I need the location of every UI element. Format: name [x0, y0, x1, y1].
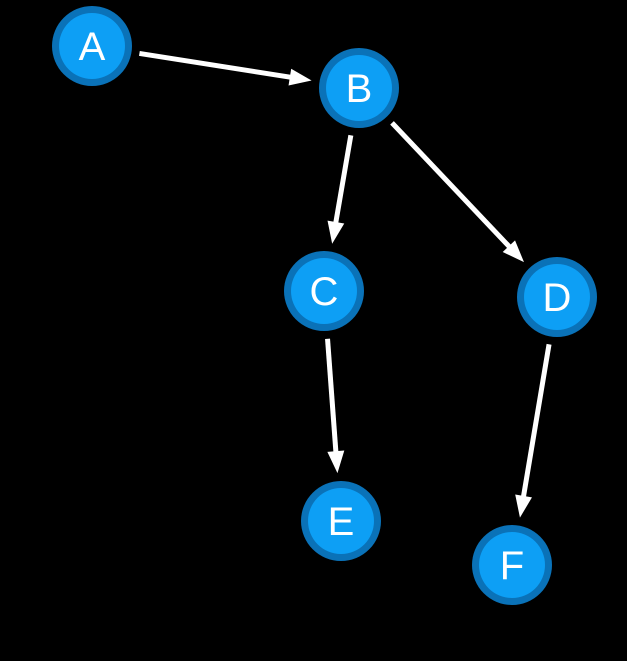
node-fill [479, 532, 545, 598]
edge-line [139, 50, 293, 80]
graph-node-b[interactable]: B [319, 48, 399, 128]
node-label: A [79, 25, 106, 69]
edge-line [333, 134, 354, 225]
edge-line [520, 343, 552, 499]
edge-line [325, 338, 339, 454]
node-layer: A B C D E F [52, 6, 597, 605]
graph-node-f[interactable]: F [472, 525, 552, 605]
graph-edge-c-e[interactable] [325, 338, 345, 474]
node-fill [291, 258, 357, 324]
graph-edge-b-c[interactable] [327, 134, 354, 244]
node-fill [59, 13, 125, 79]
edge-arrowhead [288, 68, 312, 86]
node-label: C [310, 270, 339, 314]
edge-arrowhead [327, 220, 345, 244]
graph-edge-d-f[interactable] [515, 343, 552, 518]
graph-edge-b-d[interactable] [390, 121, 524, 263]
node-fill [308, 488, 374, 554]
node-fill [524, 264, 590, 330]
edge-layer [139, 50, 552, 518]
graph-node-e[interactable]: E [301, 481, 381, 561]
node-label: D [543, 276, 572, 320]
edge-arrowhead [515, 494, 532, 518]
edge-arrowhead [327, 450, 345, 474]
graph-edge-a-b[interactable] [139, 50, 312, 86]
graph-node-a[interactable]: A [52, 6, 132, 86]
node-label: F [500, 544, 524, 588]
graph-node-c[interactable]: C [284, 251, 364, 331]
node-label: B [346, 67, 373, 111]
edge-line [390, 121, 513, 250]
edge-arrowhead [502, 240, 524, 263]
graph-node-d[interactable]: D [517, 257, 597, 337]
node-label: E [328, 500, 355, 544]
node-fill [326, 55, 392, 121]
